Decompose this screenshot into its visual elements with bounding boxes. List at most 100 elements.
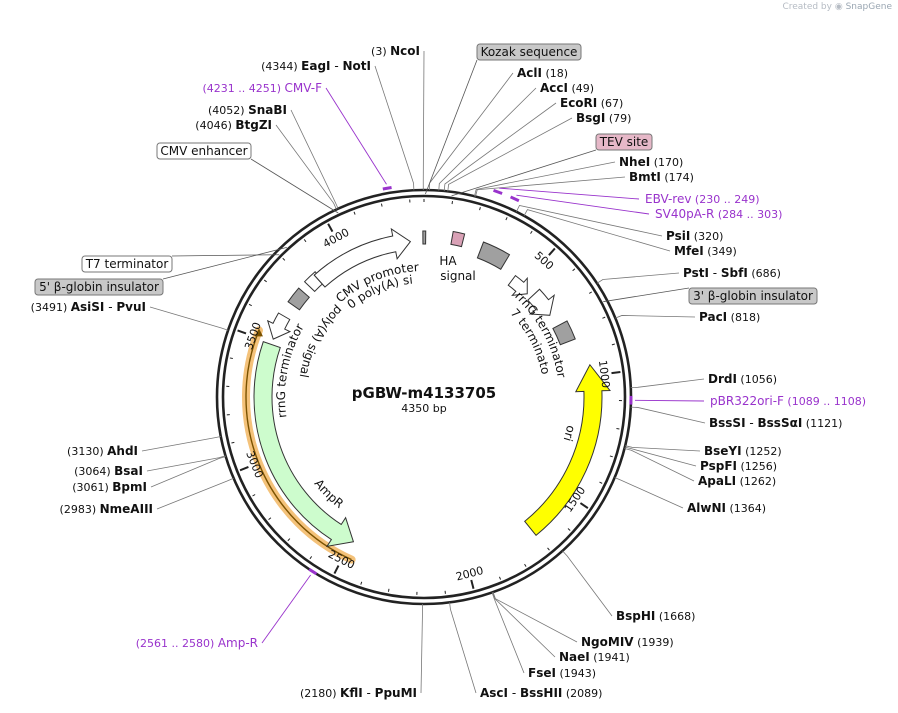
enzyme-label[interactable]: PspFI (1256) xyxy=(700,459,777,473)
enzyme-label[interactable]: (3061) BpmI xyxy=(72,480,147,494)
enzyme-label[interactable]: NgoMIV (1939) xyxy=(581,635,674,649)
feature-rrng-terminator-left[interactable] xyxy=(266,312,292,340)
enzyme-label[interactable]: PstI - SbfI (686) xyxy=(683,266,781,280)
enzyme-label[interactable]: (3130) AhdI xyxy=(67,444,138,458)
enzyme-site-bseyi[interactable]: BseYI (1252) xyxy=(704,444,782,458)
enzyme-name: EcoRI xyxy=(560,96,597,110)
enzyme-site-fsei[interactable]: FseI (1943) xyxy=(528,666,596,680)
primer-cmv-f[interactable]: (4231 .. 4251) CMV-F xyxy=(202,81,392,191)
enzyme-label[interactable]: PsiI (320) xyxy=(666,229,723,243)
enzyme-site-paci[interactable]: PacI (818) xyxy=(699,310,760,324)
enzyme-label[interactable]: AccI (49) xyxy=(540,81,594,95)
primer-label[interactable]: EBV-rev (230 .. 249) xyxy=(645,192,760,206)
enzyme-sep: - xyxy=(746,416,758,430)
enzyme-label[interactable]: BssSI - BssSαI (1121) xyxy=(709,416,842,430)
primer-pbr322ori-f[interactable]: pBR322ori-F (1089 .. 1108) xyxy=(629,394,866,408)
enzyme-label[interactable]: (4046) BtgZI xyxy=(195,118,272,132)
enzyme-name: KflI xyxy=(340,686,363,700)
primer-amp-r[interactable]: (2561 .. 2580) Amp-R xyxy=(136,567,318,650)
enzyme-label[interactable]: MfeI (349) xyxy=(674,244,737,258)
primer-label[interactable]: SV40pA-R (284 .. 303) xyxy=(655,207,782,221)
enzyme-label[interactable]: (2180) KflI - PpuMI xyxy=(300,686,417,700)
enzyme-site-pspfi[interactable]: PspFI (1256) xyxy=(700,459,777,473)
enzyme-label[interactable]: AlwNI (1364) xyxy=(687,501,766,515)
enzyme-label[interactable]: EcoRI (67) xyxy=(560,96,623,110)
enzyme-label[interactable]: (3) NcoI xyxy=(371,44,420,58)
feature-t7-terminator-right[interactable] xyxy=(527,288,555,316)
enzyme-site-apali[interactable]: ApaLI (1262) xyxy=(698,474,776,488)
enzyme-site-kfli[interactable]: (2180) KflI - PpuMI xyxy=(300,686,417,700)
feature-3-globin-insulator-box[interactable] xyxy=(552,320,576,346)
enzyme-site-asci[interactable]: AscI - BssHII (2089) xyxy=(480,686,602,700)
enzyme-leader-line xyxy=(156,477,234,510)
enzyme-label[interactable]: (4344) EagI - NotI xyxy=(261,59,371,73)
enzyme-label[interactable]: (3491) AsiSI - PvuI xyxy=(31,300,146,314)
enzyme-label[interactable]: (2983) NmeAIII xyxy=(60,502,153,516)
enzyme-label[interactable]: BseYI (1252) xyxy=(704,444,782,458)
primer-ebv-rev[interactable]: EBV-rev (230 .. 249) xyxy=(493,188,760,206)
callout-5-globin-insulator[interactable]: 5' β-globin insulator xyxy=(34,278,164,296)
enzyme-site-bmti[interactable]: BmtI (174) xyxy=(629,170,694,184)
enzyme-site-asisi[interactable]: (3491) AsiSI - PvuI xyxy=(31,300,146,314)
primer-sv40pa-r[interactable]: SV40pA-R (284 .. 303) xyxy=(509,195,783,221)
enzyme-site-bsai[interactable]: (3064) BsaI xyxy=(74,464,143,478)
enzyme-label[interactable]: (3064) BsaI xyxy=(74,464,143,478)
enzyme-label[interactable]: NheI (170) xyxy=(619,155,683,169)
feature-sv40-polya-box[interactable] xyxy=(476,241,511,270)
primer-label[interactable]: (2561 .. 2580) Amp-R xyxy=(136,636,258,650)
callout-cmv-enhancer[interactable]: CMV enhancer xyxy=(156,142,252,160)
enzyme-site-mfei[interactable]: MfeI (349) xyxy=(674,244,737,258)
enzyme-label[interactable]: AclI (18) xyxy=(517,66,568,80)
enzyme-label[interactable]: PacI (818) xyxy=(699,310,760,324)
enzyme-site-snabi[interactable]: (4052) SnaBI xyxy=(208,103,287,117)
feature-rrng-terminator-right[interactable] xyxy=(507,274,528,297)
feature-polya-box[interactable] xyxy=(287,287,310,311)
enzyme-label[interactable]: ApaLI (1262) xyxy=(698,474,776,488)
enzyme-label[interactable]: BsgI (79) xyxy=(576,111,631,125)
enzyme-site-drdi[interactable]: DrdI (1056) xyxy=(708,372,777,386)
enzyme-label[interactable]: BspHI (1668) xyxy=(616,609,695,623)
tick-mark xyxy=(479,207,481,211)
enzyme-site-ngomiv[interactable]: NgoMIV (1939) xyxy=(581,635,674,649)
enzyme-site-bsphi[interactable]: BspHI (1668) xyxy=(616,609,695,623)
enzyme-name: FseI xyxy=(528,666,556,680)
enzyme-site-ecori[interactable]: EcoRI (67) xyxy=(560,96,623,110)
enzyme-label[interactable]: AscI - BssHII (2089) xyxy=(480,686,602,700)
enzyme-position: (1262) xyxy=(736,475,776,488)
callout-3-globin-insulator[interactable]: 3' β-globin insulator xyxy=(688,287,818,305)
enzyme-site-ahdi[interactable]: (3130) AhdI xyxy=(67,444,138,458)
enzyme-site-alwni[interactable]: AlwNI (1364) xyxy=(687,501,766,515)
primer-label[interactable]: pBR322ori-F (1089 .. 1108) xyxy=(710,394,866,408)
enzyme-site-acci[interactable]: AccI (49) xyxy=(540,81,594,95)
feature-ampr-arrow[interactable] xyxy=(253,341,355,548)
callout-t7-terminator[interactable]: T7 terminator xyxy=(81,255,173,273)
enzyme-site-bpmi[interactable]: (3061) BpmI xyxy=(72,480,147,494)
enzyme-site-ncoi[interactable]: (3) NcoI xyxy=(371,44,420,58)
feature-ori-arrow[interactable] xyxy=(523,363,611,537)
enzyme-site-bsssi[interactable]: BssSI - BssSαI (1121) xyxy=(709,416,842,430)
enzyme-site-btgzi[interactable]: (4046) BtgZI xyxy=(195,118,272,132)
enzyme-site-nhei[interactable]: NheI (170) xyxy=(619,155,683,169)
enzyme-site-bsgi[interactable]: BsgI (79) xyxy=(576,111,631,125)
callout-text: CMV enhancer xyxy=(160,144,247,158)
primer-label[interactable]: (4231 .. 4251) CMV-F xyxy=(202,81,322,95)
feature-cmv-promoter-arrow[interactable] xyxy=(313,227,412,288)
primer-name: SV40pA-R xyxy=(655,207,714,221)
feature-kozak-box[interactable] xyxy=(422,230,427,245)
feature-tev-box[interactable] xyxy=(450,230,466,248)
enzyme-site-naei[interactable]: NaeI (1941) xyxy=(559,650,630,664)
enzyme-site-psii[interactable]: PsiI (320) xyxy=(666,229,723,243)
tick-mark xyxy=(287,538,291,542)
enzyme-label[interactable]: DrdI (1056) xyxy=(708,372,777,386)
callout-tev-site[interactable]: TEV site xyxy=(595,133,653,151)
enzyme-site-eagi[interactable]: (4344) EagI - NotI xyxy=(261,59,371,73)
enzyme-name: BseYI xyxy=(704,444,742,458)
enzyme-label[interactable]: NaeI (1941) xyxy=(559,650,630,664)
enzyme-label[interactable]: BmtI (174) xyxy=(629,170,694,184)
callout-kozak-sequence[interactable]: Kozak sequence xyxy=(476,43,582,61)
enzyme-site-acli[interactable]: AclI (18) xyxy=(517,66,568,80)
enzyme-site-nmeaiii[interactable]: (2983) NmeAIII xyxy=(60,502,153,516)
enzyme-label[interactable]: FseI (1943) xyxy=(528,666,596,680)
enzyme-label[interactable]: (4052) SnaBI xyxy=(208,103,287,117)
enzyme-site-psti[interactable]: PstI - SbfI (686) xyxy=(683,266,781,280)
